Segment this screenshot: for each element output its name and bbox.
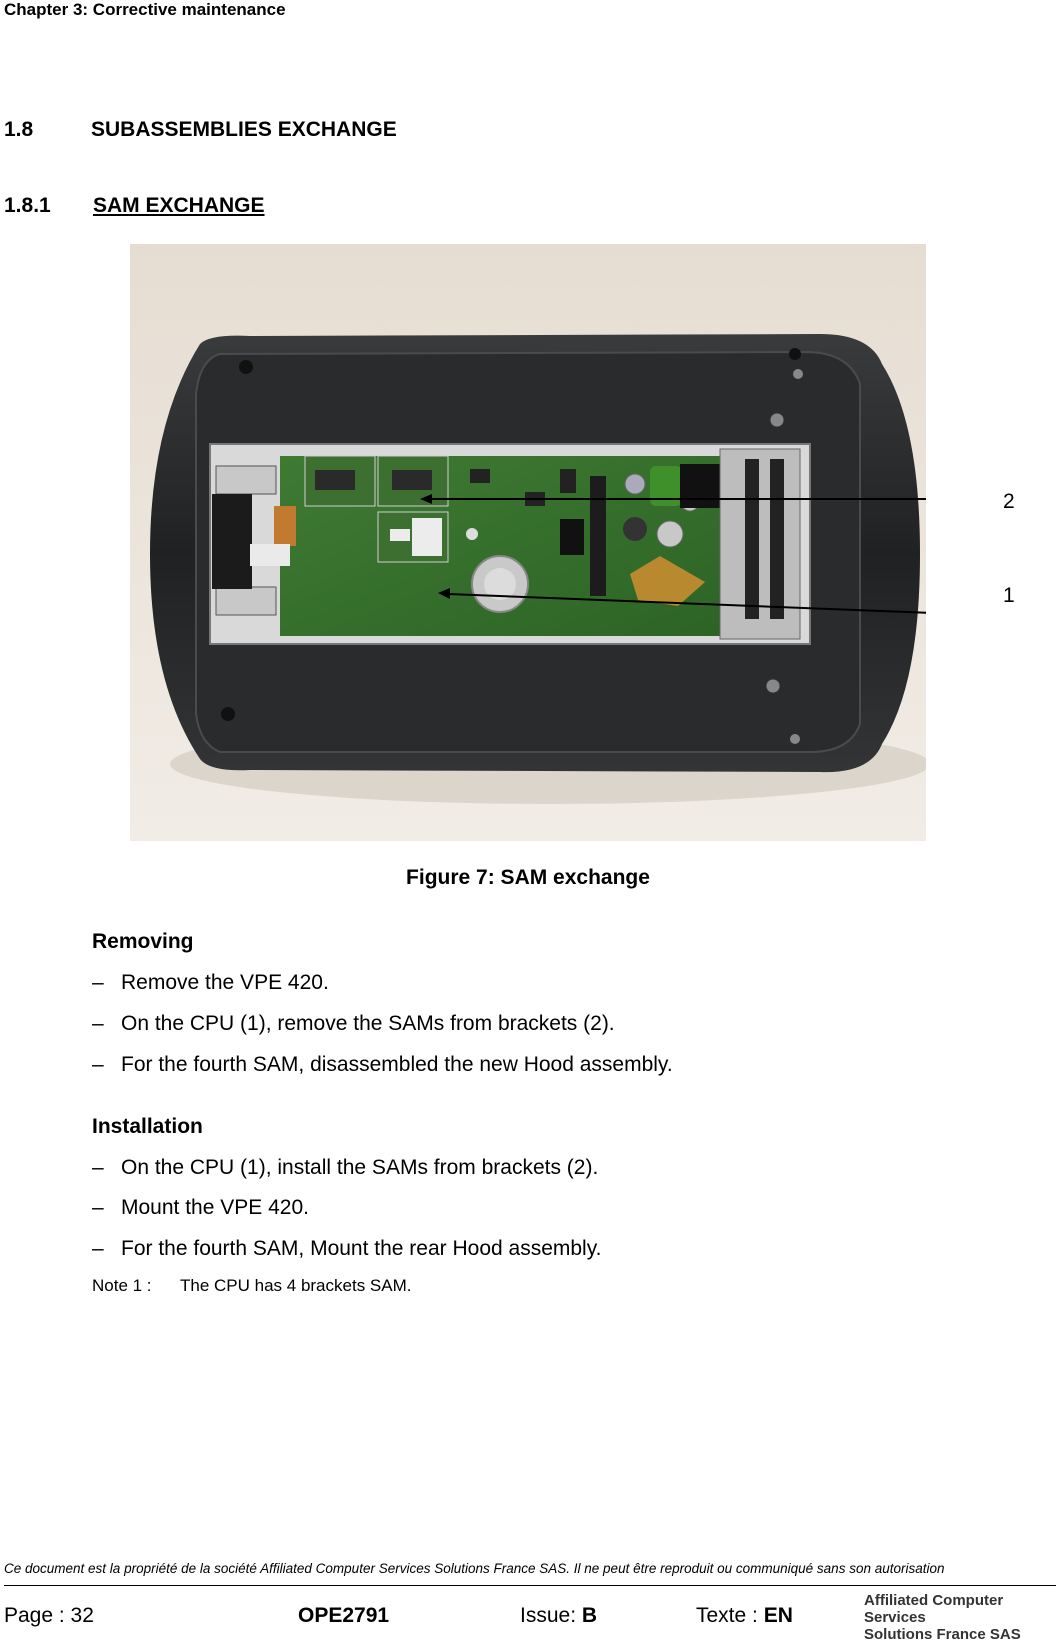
dash-glyph: – — [92, 1156, 104, 1179]
list-item-text: On the CPU (1), remove the SAMs from bra… — [121, 1012, 615, 1035]
texte-value: EN — [763, 1604, 793, 1627]
dash-glyph: – — [92, 1196, 104, 1219]
subsection-title: SAM EXCHANGE — [93, 194, 265, 217]
subsection-number: 1.8.1 — [4, 194, 51, 217]
logo-line-2: Solutions France SAS — [864, 1626, 1021, 1643]
note: Note 1 : The CPU has 4 brackets SAM. — [92, 1276, 411, 1296]
list-item-text: For the fourth SAM, Mount the rear Hood … — [121, 1237, 602, 1260]
list-item-text: For the fourth SAM, disassembled the new… — [121, 1053, 673, 1076]
note-text: The CPU has 4 brackets SAM. — [180, 1276, 412, 1295]
list-item: –On the CPU (1), remove the SAMs from br… — [92, 1012, 615, 1036]
texte: Texte : EN — [696, 1604, 793, 1628]
list-item: –On the CPU (1), install the SAMs from b… — [92, 1156, 598, 1180]
dash-glyph: – — [92, 971, 104, 994]
texte-label: Texte : — [696, 1604, 764, 1627]
installation-heading: Installation — [92, 1115, 203, 1138]
list-item: –For the fourth SAM, disassembled the ne… — [92, 1053, 673, 1077]
dash-glyph: – — [92, 1053, 104, 1076]
list-item: –For the fourth SAM, Mount the rear Hood… — [92, 1237, 602, 1261]
list-item-text: Remove the VPE 420. — [121, 971, 329, 994]
figure-caption: Figure 7: SAM exchange — [406, 866, 650, 889]
issue-value: B — [581, 1604, 598, 1627]
issue-label: Issue: — [520, 1604, 582, 1627]
note-label: Note 1 : — [92, 1276, 152, 1295]
logo-line-1: Affiliated Computer Services — [864, 1592, 1004, 1626]
section-title: SUBASSEMBLIES EXCHANGE — [91, 118, 397, 141]
issue: Issue: B — [520, 1604, 597, 1628]
callout-1: 1 — [1003, 584, 1015, 607]
list-item-text: On the CPU (1), install the SAMs from br… — [121, 1156, 599, 1179]
company-logo: Affiliated Computer Services Solutions F… — [864, 1592, 1063, 1643]
removing-heading: Removing — [92, 930, 194, 953]
callout-2: 2 — [1003, 490, 1015, 513]
dash-glyph: – — [92, 1012, 104, 1035]
doc-id: OPE2791 — [298, 1604, 390, 1627]
page-number: Page : 32 — [4, 1604, 94, 1627]
footer-disclaimer: Ce document est la propriété de la socié… — [4, 1561, 945, 1576]
footer-divider — [4, 1585, 1056, 1586]
list-item-text: Mount the VPE 420. — [121, 1196, 309, 1219]
chapter-header: Chapter 3: Corrective maintenance — [4, 0, 286, 19]
dash-glyph: – — [92, 1237, 104, 1260]
sam-exchange-photo — [130, 244, 926, 841]
list-item: –Mount the VPE 420. — [92, 1196, 309, 1220]
section-number: 1.8 — [4, 118, 34, 141]
list-item: –Remove the VPE 420. — [92, 971, 329, 995]
